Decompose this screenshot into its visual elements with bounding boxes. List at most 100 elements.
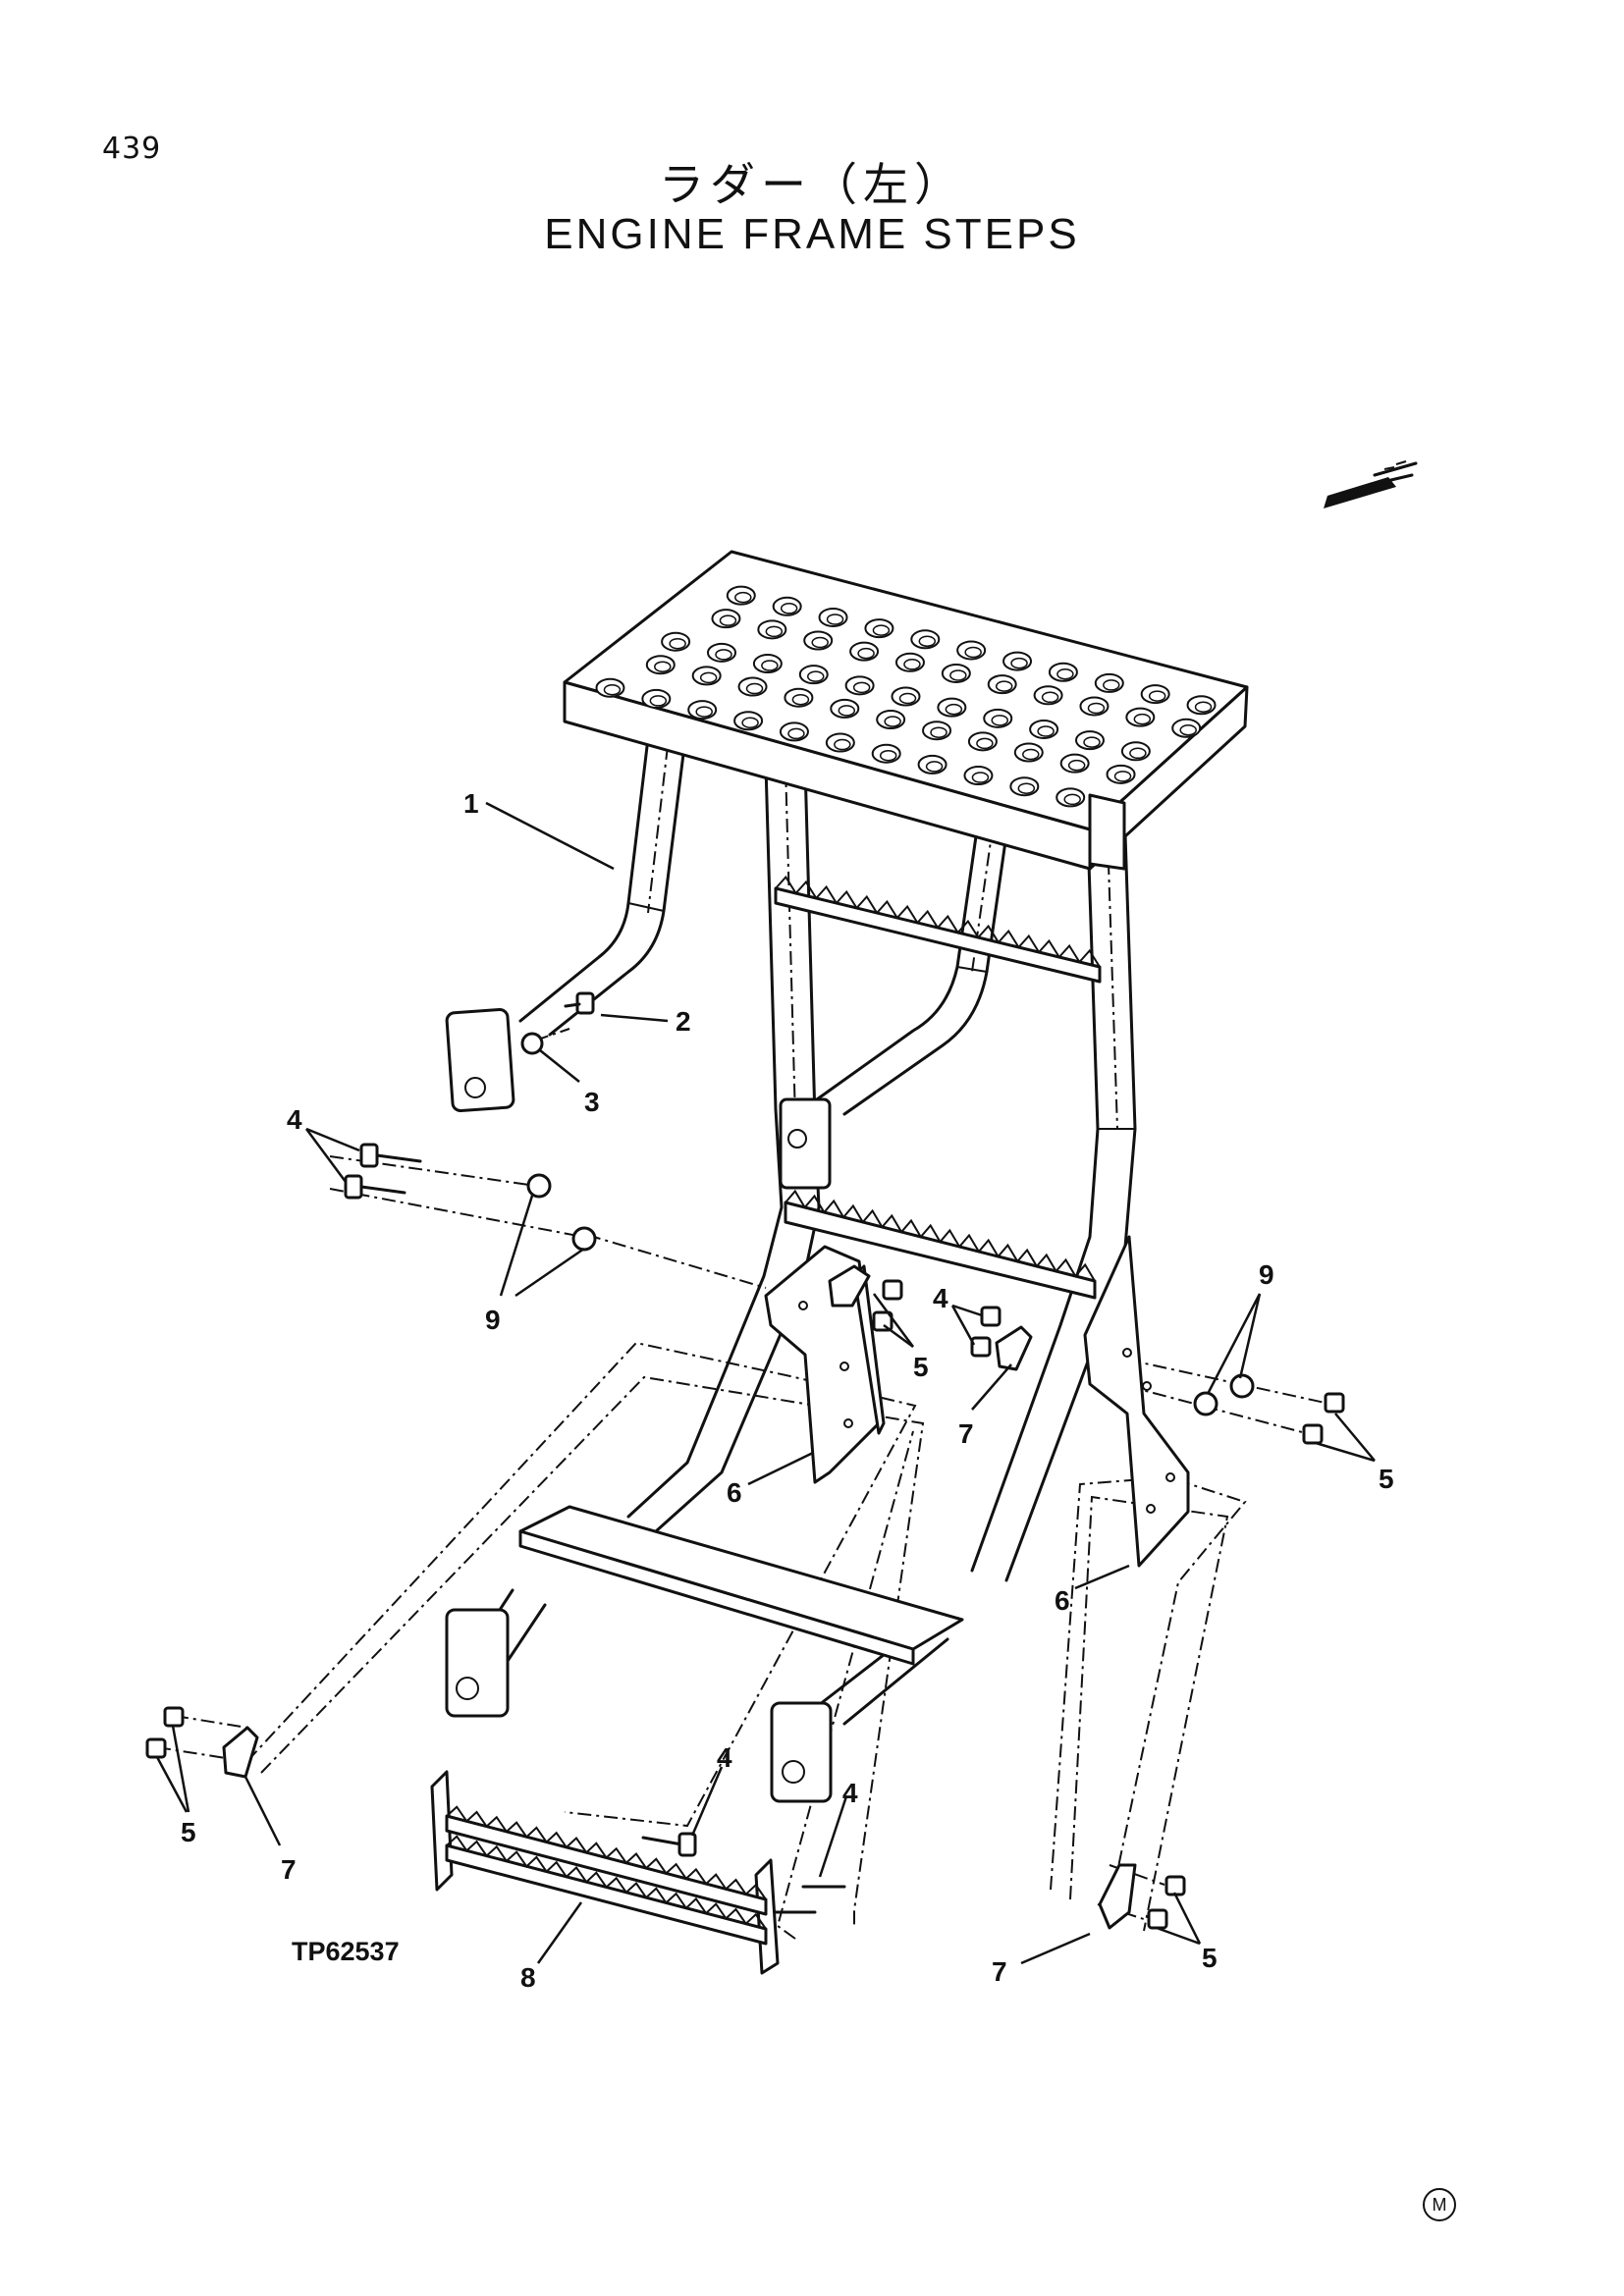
tread-hole-inner [1194,701,1213,713]
tread-hole [1120,741,1151,762]
tread-hole [798,665,829,685]
callout-4: 4 [933,1283,948,1313]
tread-hole [803,630,834,651]
tread-hole-inner [715,649,732,661]
tread-hole [1059,753,1090,774]
callout-9: 9 [1259,1259,1274,1290]
tread-hole-inner [1056,668,1074,680]
tread-hole-inner [699,671,718,684]
tread-hole-inner [1148,690,1166,702]
tread-hole [1002,651,1033,671]
tread-hole-inner [1103,679,1120,691]
tread-hole [711,609,741,629]
callout-9: 9 [485,1305,501,1335]
tread-hole-inner [964,646,982,659]
tread-hole-inner [1017,782,1036,794]
callout-7: 7 [992,1956,1007,1987]
tread-hole [1056,787,1086,808]
tread-hole-inner [995,680,1013,692]
tread-hole-inner [1083,736,1101,748]
page-number: 439 [102,132,162,166]
tread-hole [844,675,875,696]
tread-hole [1013,742,1044,763]
tread-hole [937,697,967,718]
tread-hole-inner [1063,793,1081,806]
callout-6: 6 [727,1477,742,1508]
tread-hole-inner [1129,747,1147,760]
bottom-step-bar [518,1505,964,1666]
tread-hole [876,710,906,730]
tread-hole [1186,695,1217,716]
tread-hole-inner [765,625,784,638]
tread-hole-inner [649,695,668,707]
tread-hole-inner [787,727,805,740]
bolt [564,991,595,1015]
tread-hole [784,687,814,708]
tread-hole [1094,672,1124,693]
callout-5: 5 [181,1817,196,1847]
tread-hole-inner [807,670,825,682]
tread-hole-inner [811,636,829,649]
tread-hole-inner [1179,724,1197,736]
plate [1098,1863,1137,1930]
callout-4: 4 [717,1742,732,1773]
tread-hole-inner [898,692,917,705]
serrated-rung-middle [784,1189,1097,1300]
callout-7: 7 [281,1854,297,1885]
bracket-right [1083,1235,1190,1568]
tread-hole [1140,684,1170,705]
tread-hole [661,631,691,652]
tread-hole-inner [603,684,622,696]
tread-hole [849,641,880,662]
tread-hole-inner [1087,702,1106,715]
nut [145,1279,1345,1930]
tread-hole-inner [654,661,672,672]
tread-hole [941,663,971,683]
tread-hole [891,686,921,707]
tread-hole-inner [903,659,921,670]
plate [222,1726,259,1779]
tread-hole [830,698,860,719]
callout-1: 1 [463,788,479,819]
tread-hole [1125,707,1156,727]
tread-hole [687,700,718,721]
plate [995,1325,1033,1371]
tread-hole [983,708,1013,728]
tread-hole [772,596,802,616]
drawing-code: TP62537 [292,1937,400,1966]
tread-hole-inner [918,635,937,648]
tread-hole-inner [945,703,963,716]
tread-hole-inner [791,693,810,706]
tread-hole [956,640,987,661]
tread-hole-inner [1067,759,1086,772]
tread-hole [910,629,941,650]
tread-hole [645,655,676,675]
tread-hole [871,743,901,764]
title-english: ENGINE FRAME STEPS [544,210,1080,258]
tread-hole [987,674,1017,695]
corner-mark: M [1423,2188,1456,2221]
tread-hole [818,607,848,627]
tread-hole-inner [1037,725,1055,737]
tread-hole [595,677,625,698]
tread-hole [752,654,783,674]
tread-hole [963,766,994,786]
callout-2: 2 [676,1006,691,1037]
tread-hole [1106,764,1136,784]
tread-hole [1009,776,1040,797]
mounting-block [445,1608,510,1718]
callout-8: 8 [520,1962,536,1993]
callout-5: 5 [1202,1943,1218,1973]
tread-hole [733,711,764,731]
tread-hole-inner [719,614,737,626]
tread-hole [726,585,756,606]
tread-hole-inner [1133,713,1152,725]
tread-hole [894,652,925,672]
tread-hole-inner [949,669,967,681]
mounting-block [770,1701,833,1803]
tread-hole-inner [834,738,851,751]
tread-hole [779,721,809,742]
tread-hole-inner [857,647,875,660]
callout-7: 7 [958,1418,974,1449]
tread-hole-inner [925,761,944,773]
